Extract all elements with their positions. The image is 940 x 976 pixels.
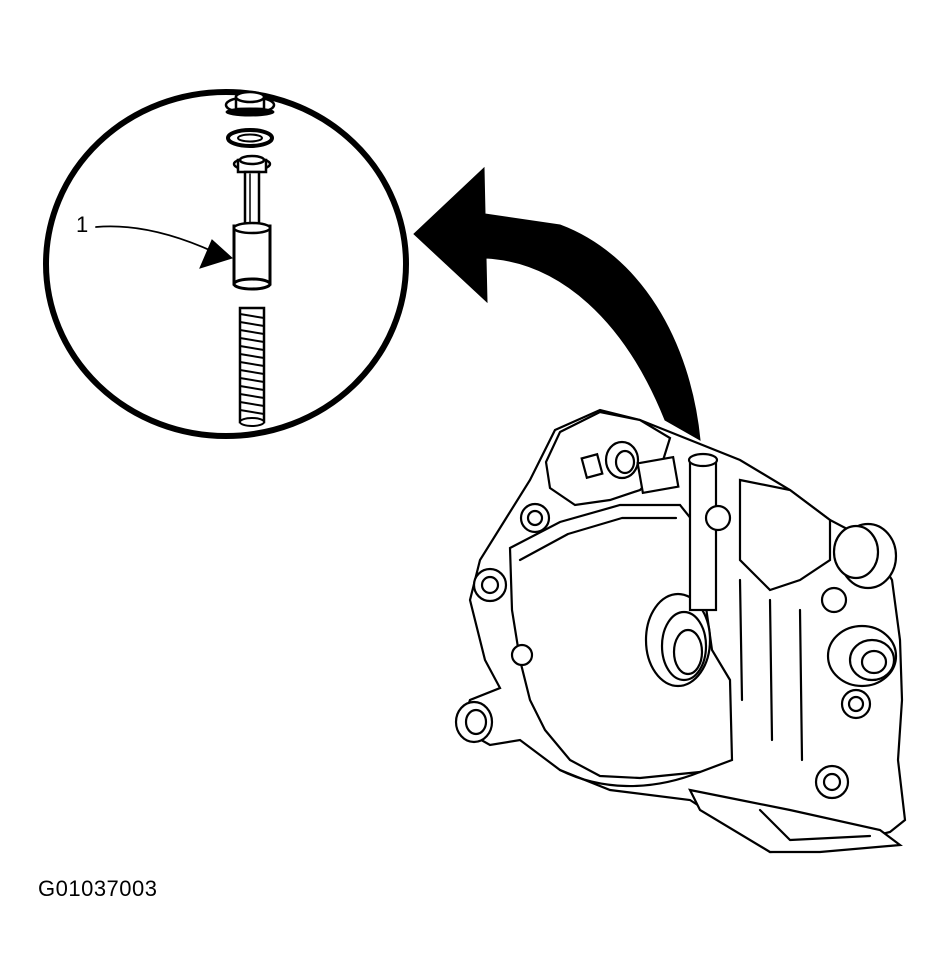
detail-arrow [413,166,701,441]
relief-valve-exploded [224,90,276,427]
detail-circle [43,89,409,439]
oil-pump-housing [454,408,907,854]
spring [238,306,266,427]
washer [226,128,274,148]
figure-id: G01037003 [38,876,158,901]
plunger [232,221,272,291]
callout-leader [95,225,233,269]
callout-label-1: 1 [76,212,89,237]
valve-cap [224,90,276,117]
valve-stem [232,154,272,230]
